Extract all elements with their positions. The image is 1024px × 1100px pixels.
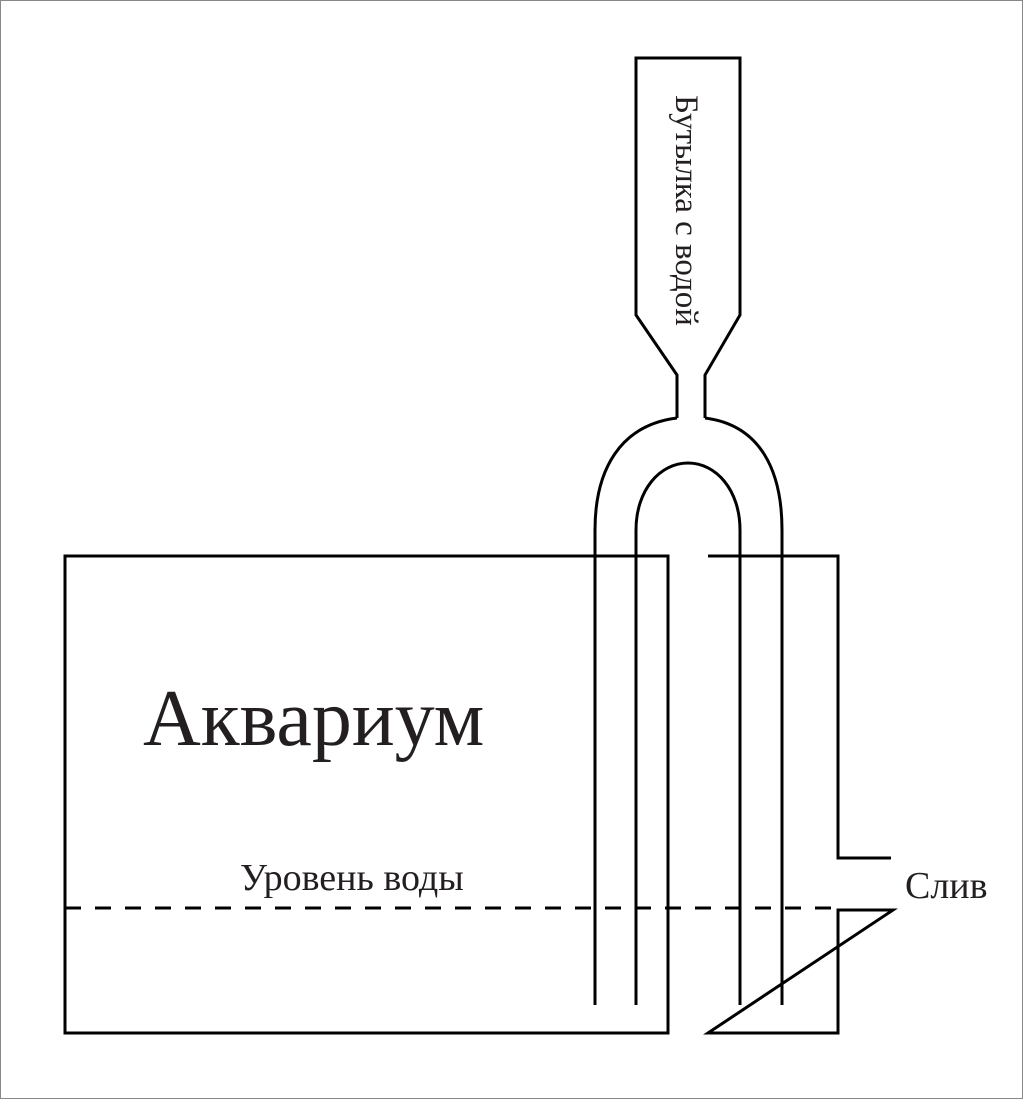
aquarium-left-tank bbox=[63, 554, 670, 1035]
aquarium-label: Аквариум bbox=[143, 675, 484, 763]
drain-label: Слив bbox=[905, 865, 988, 907]
tube-outer-left bbox=[593, 416, 678, 1005]
tube-outer-right bbox=[704, 416, 784, 1005]
aquarium-right-chamber-with-drain bbox=[703, 554, 898, 1035]
tube-inner bbox=[634, 461, 742, 1005]
water-level-label: Уровень воды bbox=[240, 857, 464, 899]
bottle-label: Бутылка с водой bbox=[668, 95, 704, 326]
bottle bbox=[634, 56, 742, 418]
